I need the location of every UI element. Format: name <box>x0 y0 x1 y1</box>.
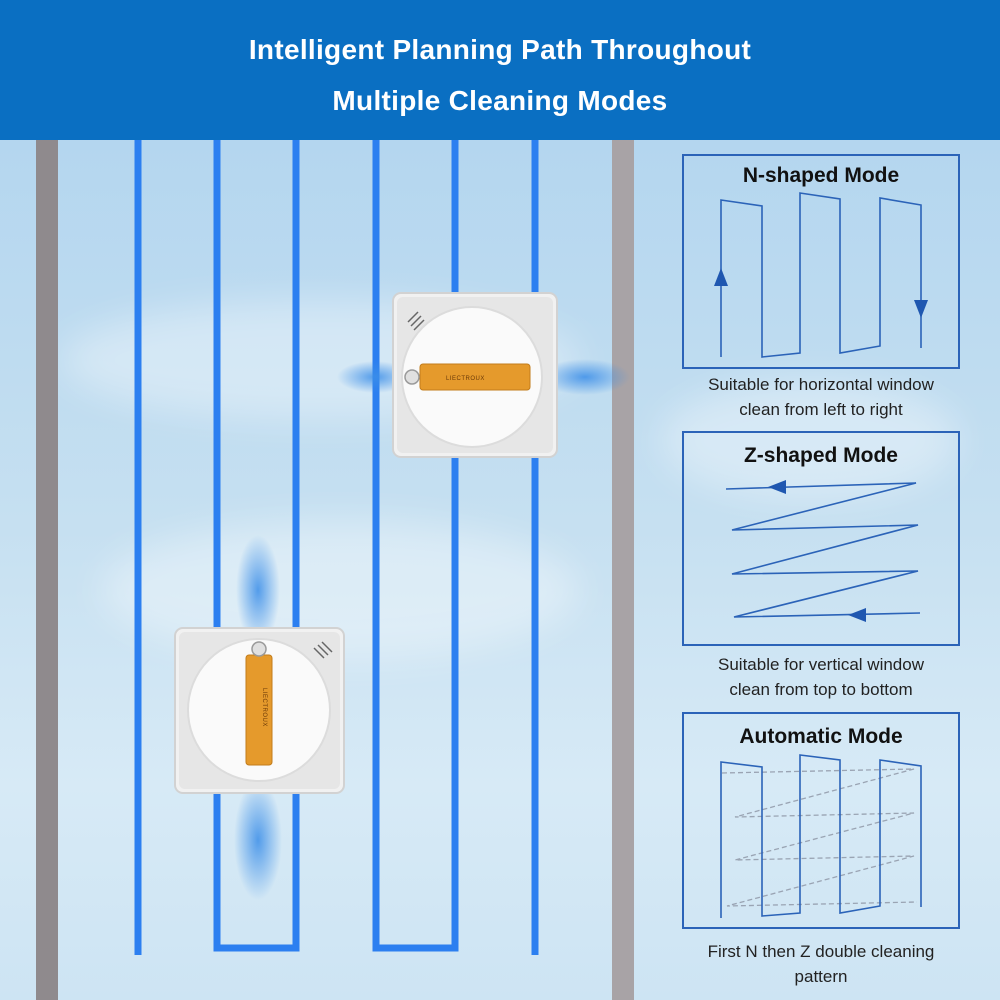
path-line <box>213 140 300 952</box>
robot-brand-text: LIECTROUX <box>261 688 267 727</box>
n-mode-panel-frame <box>682 154 960 369</box>
window-glass-background <box>0 140 1000 1000</box>
window-cleaning-robot: LIECTROUX <box>392 292 558 458</box>
z-shaped-path-diagram <box>725 480 921 622</box>
auto-mode-description-line-1: First N then Z double cleaning <box>707 942 935 961</box>
z-mode-description-line-1: Suitable for vertical window <box>718 655 924 674</box>
water-spray-effect <box>540 359 630 395</box>
automatic-path-diagram <box>720 754 922 918</box>
auto-mode-panel-frame <box>682 712 960 929</box>
water-spray-effect <box>236 535 280 645</box>
window-cleaning-robot: LIECTROUX <box>174 627 345 794</box>
z-mode-title: Z-shaped Mode <box>743 444 898 467</box>
auto-mode-description: First N then Z double cleaning pattern <box>660 939 982 989</box>
header-banner: Intelligent Planning Path Throughout Mul… <box>0 0 1000 140</box>
window-frame-left <box>36 140 58 1000</box>
window-frame-middle <box>612 140 634 1000</box>
n-mode-description: Suitable for horizontal window clean fro… <box>660 372 982 422</box>
z-mode-panel-frame <box>682 431 960 646</box>
n-mode-title: N-shaped Mode <box>742 164 900 187</box>
n-mode-description-line-1: Suitable for horizontal window <box>708 375 934 394</box>
auto-mode-title: Automatic Mode <box>739 725 903 748</box>
z-mode-description-line-2: clean from top to bottom <box>729 680 913 699</box>
auto-mode-description-line-2: pattern <box>794 967 848 986</box>
z-mode-description: Suitable for vertical window clean from … <box>660 652 982 702</box>
headline-line-1: Intelligent Planning Path Throughout <box>248 34 752 65</box>
n-shaped-path-diagram <box>714 192 928 358</box>
headline-line-2: Multiple Cleaning Modes <box>332 85 668 116</box>
n-mode-description-line-2: clean from left to right <box>739 400 903 419</box>
robot-brand-text: LIECTROUX <box>446 376 485 382</box>
path-line <box>372 140 459 952</box>
cloud-haze <box>660 380 960 500</box>
water-spray-effect <box>234 780 282 900</box>
